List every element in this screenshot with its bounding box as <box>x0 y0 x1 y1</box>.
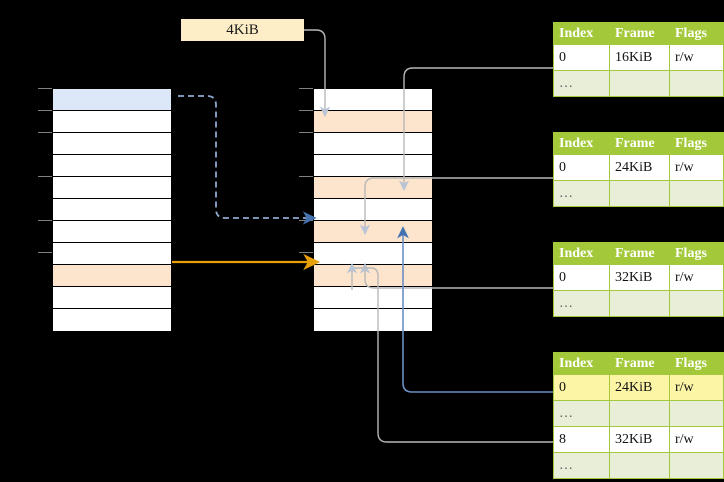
table-cell: 0 <box>553 264 610 291</box>
column-header-flags: Flags <box>669 242 724 265</box>
tick-mark <box>38 220 52 221</box>
tick-mark <box>38 88 52 89</box>
table-cell <box>609 400 670 427</box>
table-row: … <box>553 452 724 479</box>
table-cell <box>669 290 724 317</box>
tick-mark <box>38 110 52 111</box>
column-header-index: Index <box>553 132 610 155</box>
virtual-address-space-row <box>53 111 171 133</box>
column-header-frame: Frame <box>609 242 670 265</box>
physical-memory-row <box>314 221 432 243</box>
table-cell: 16KiB <box>609 44 670 71</box>
table-cell: 8 <box>553 426 610 453</box>
table-cell <box>669 400 724 427</box>
tick-mark <box>299 176 313 177</box>
physical-memory-row <box>314 133 432 155</box>
table-row: … <box>553 70 724 97</box>
column-header-flags: Flags <box>669 352 724 375</box>
table-row: … <box>553 180 724 207</box>
column-header-frame: Frame <box>609 22 670 45</box>
column-header-index: Index <box>553 352 610 375</box>
physical-memory-column <box>313 88 433 331</box>
table-cell: … <box>553 70 610 97</box>
table-cell: r/w <box>669 426 724 453</box>
tick-mark <box>299 252 313 253</box>
table-cell <box>669 70 724 97</box>
tick-mark <box>299 132 313 133</box>
tick-mark <box>299 88 313 89</box>
table-cell: r/w <box>669 264 724 291</box>
column-header-flags: Flags <box>669 22 724 45</box>
physical-memory-row <box>314 265 432 287</box>
tick-mark <box>299 110 313 111</box>
tick-mark <box>38 132 52 133</box>
virtual-address-space-row <box>53 221 171 243</box>
table-row: … <box>553 290 724 317</box>
table-cell: r/w <box>669 44 724 71</box>
table-cell <box>609 70 670 97</box>
table-cell <box>609 290 670 317</box>
page-size-text: 4KiB <box>226 22 259 38</box>
physical-memory-row <box>314 111 432 133</box>
table-cell: 24KiB <box>609 374 670 401</box>
table-cell: r/w <box>669 374 724 401</box>
table-cell <box>669 180 724 207</box>
virtual-address-space-row <box>53 309 171 331</box>
table-cell <box>609 180 670 207</box>
table-cell: 0 <box>553 154 610 181</box>
virtual-address-column <box>52 88 172 331</box>
virtual-address-space-row <box>53 287 171 309</box>
physical-memory-row <box>314 177 432 199</box>
virtual-address-space-row <box>53 243 171 265</box>
virtual-address-space-row <box>53 265 171 287</box>
column-header-index: Index <box>553 22 610 45</box>
virtual-address-space-row <box>53 155 171 177</box>
physical-memory-row <box>314 89 432 111</box>
table-cell <box>609 452 670 479</box>
tick-mark <box>299 220 313 221</box>
table-cell: 24KiB <box>609 154 670 181</box>
table-cell <box>669 452 724 479</box>
physical-memory-row <box>314 287 432 309</box>
column-header-index: Index <box>553 242 610 265</box>
virtual-address-space-row <box>53 89 171 111</box>
physical-memory-row <box>314 243 432 265</box>
table-cell: r/w <box>669 154 724 181</box>
physical-memory-row <box>314 155 432 177</box>
virtual-address-space-row <box>53 133 171 155</box>
column-header-frame: Frame <box>609 352 670 375</box>
table-cell: … <box>553 452 610 479</box>
table-cell: … <box>553 180 610 207</box>
table-cell: 32KiB <box>609 264 670 291</box>
tick-mark <box>38 252 52 253</box>
physical-memory-row <box>314 199 432 221</box>
virtual-address-space-row <box>53 177 171 199</box>
tick-mark <box>38 176 52 177</box>
table-cell: 32KiB <box>609 426 670 453</box>
physical-memory-row <box>314 309 432 331</box>
table-cell: … <box>553 290 610 317</box>
table-cell: 0 <box>553 44 610 71</box>
table-cell: … <box>553 400 610 427</box>
table-row: … <box>553 400 724 427</box>
virtual-address-space-row <box>53 199 171 221</box>
column-header-frame: Frame <box>609 132 670 155</box>
page-size-label: 4KiB <box>181 19 304 41</box>
wire-virtual-page-to-frame <box>178 95 317 225</box>
table-cell: 0 <box>553 374 610 401</box>
column-header-flags: Flags <box>669 132 724 155</box>
